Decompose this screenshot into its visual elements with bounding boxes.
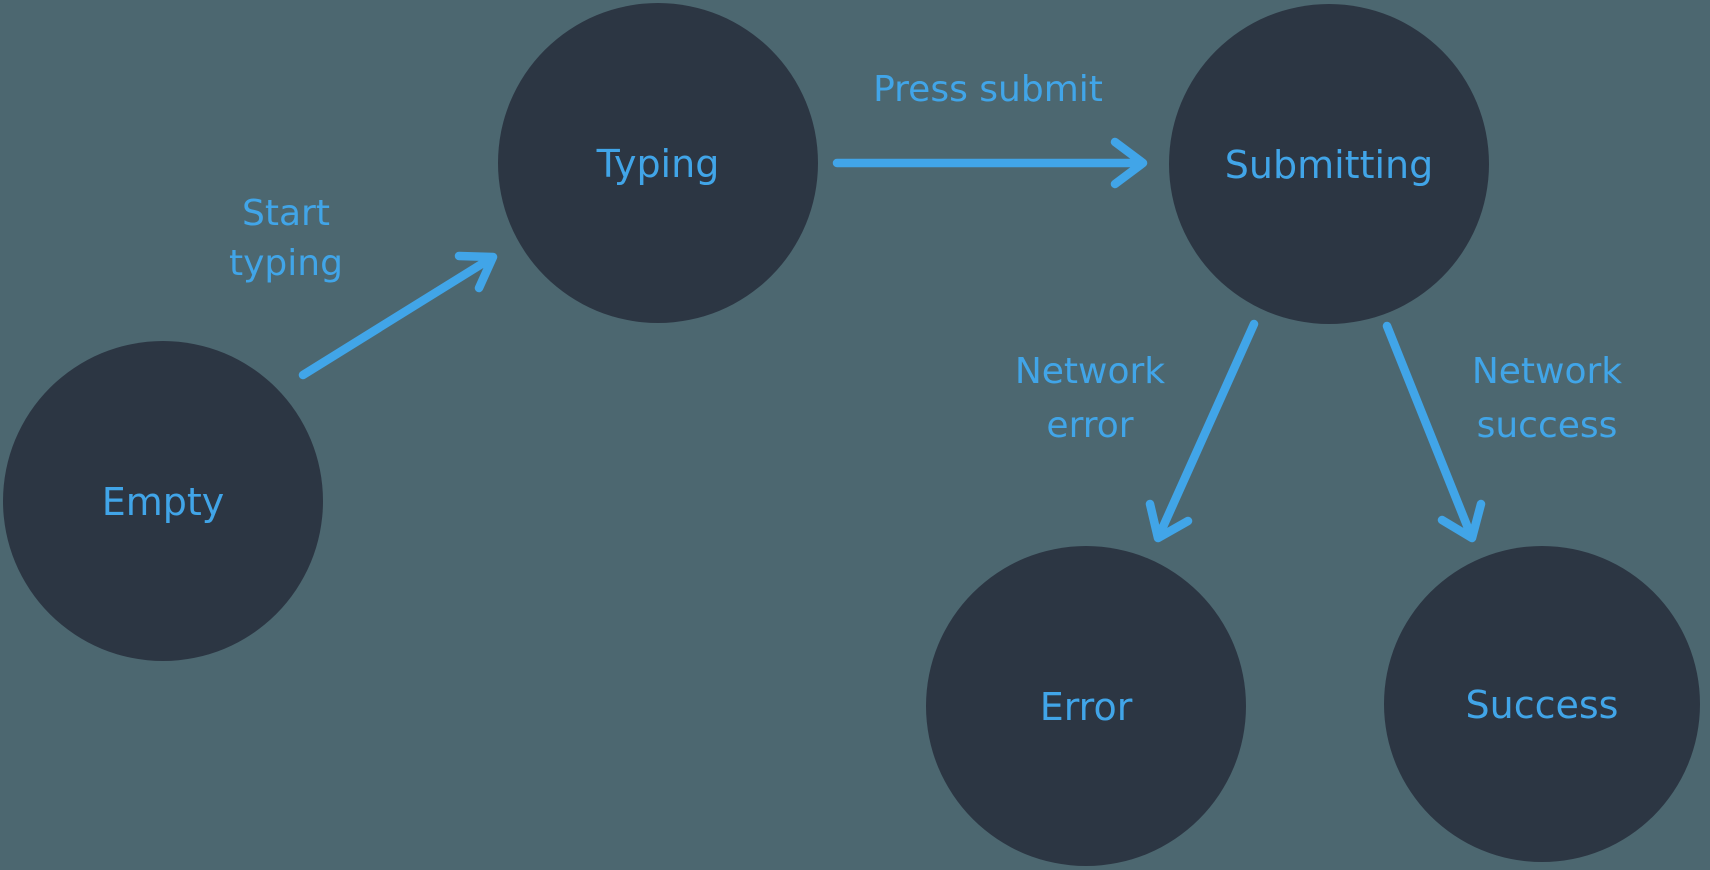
transition-label-start-typing-line2: typing [229, 243, 343, 284]
state-submitting: Submitting [1169, 4, 1489, 324]
transition-network-success: Network success [1382, 321, 1622, 543]
state-typing-label: Typing [596, 142, 720, 186]
arrow-start-typing [298, 251, 498, 380]
state-typing-circle [498, 3, 818, 323]
transition-label-network-error-line1: Network [1015, 351, 1165, 392]
state-error-label: Error [1040, 685, 1133, 729]
transition-label-network-success-line2: success [1477, 405, 1618, 446]
transition-label-start-typing-line1: Start [242, 193, 330, 234]
transition-press-submit: Press submit [832, 69, 1148, 189]
state-empty-circle [3, 341, 323, 661]
arrow-press-submit [832, 137, 1148, 189]
state-error-circle [926, 546, 1246, 866]
transition-label-press-submit: Press submit [873, 69, 1103, 110]
state-success-label: Success [1466, 683, 1619, 727]
state-typing: Typing [498, 3, 818, 323]
transition-label-network-error-line2: error [1046, 405, 1133, 446]
arrow-network-error [1145, 319, 1259, 543]
transition-label-network-success-line1: Network [1472, 351, 1622, 392]
state-error: Error [926, 546, 1246, 866]
transition-start-typing: Start typing [229, 193, 498, 380]
state-submitting-label: Submitting [1225, 143, 1433, 187]
state-empty-label: Empty [102, 480, 225, 524]
state-success: Success [1384, 546, 1700, 862]
arrow-network-success [1382, 321, 1486, 543]
state-success-circle [1384, 546, 1700, 862]
transition-network-error: Network error [1015, 319, 1259, 543]
state-submitting-circle [1169, 4, 1489, 324]
state-empty: Empty [3, 341, 323, 661]
